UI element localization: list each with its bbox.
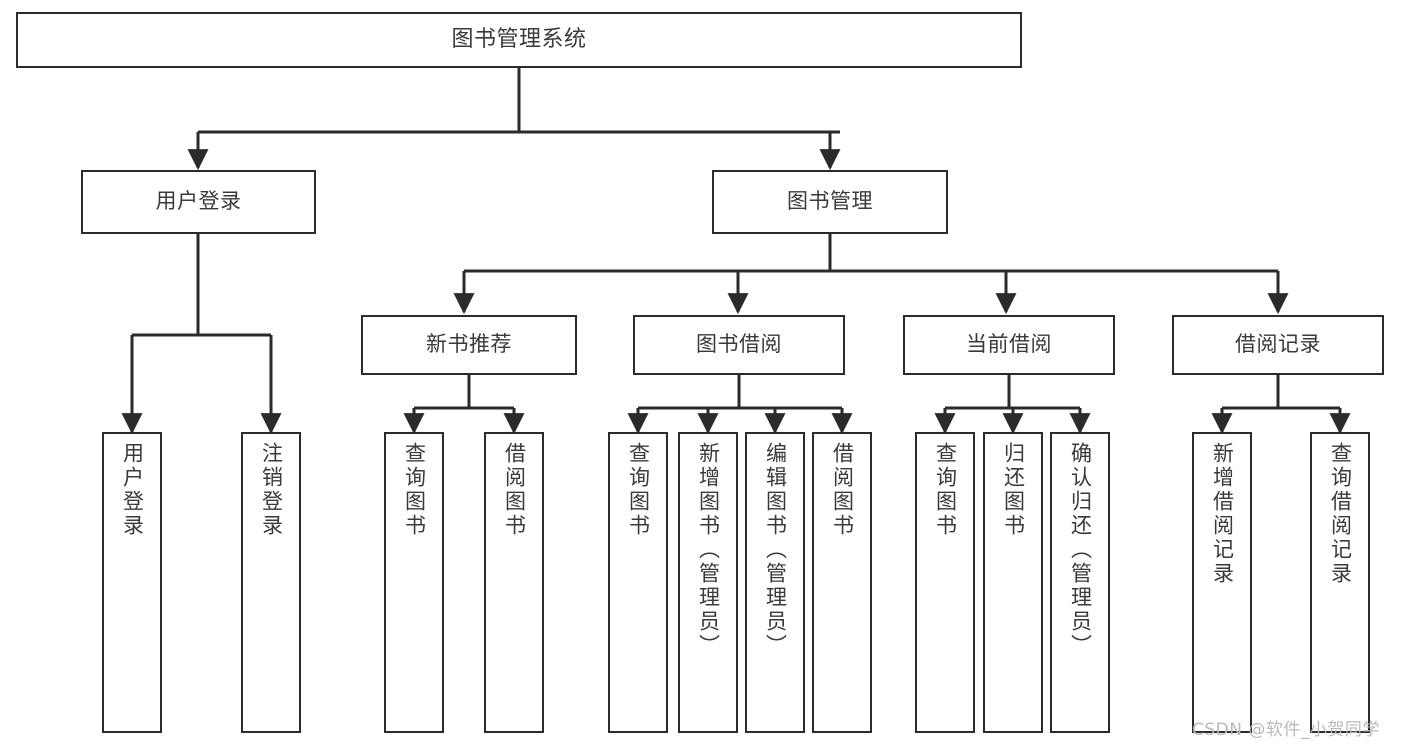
watermark: CSDN @软件_小贺同学 [1192, 720, 1380, 740]
leaf-label: 确认归还（管理员） [1068, 442, 1093, 658]
node-root[interactable]: 图书管理系统 [16, 12, 1022, 68]
leaf-current-borrow-confirm[interactable]: 确认归还（管理员） [1050, 432, 1110, 733]
node-new-book[interactable]: 新书推荐 [361, 315, 577, 375]
leaf-new-book-query[interactable]: 查询图书 [384, 432, 444, 733]
node-borrow-record[interactable]: 借阅记录 [1172, 315, 1384, 375]
node-user-login[interactable]: 用户登录 [81, 170, 316, 234]
leaf-book-borrow-query[interactable]: 查询图书 [608, 432, 668, 733]
leaf-book-borrow-lend[interactable]: 借阅图书 [812, 432, 872, 733]
leaf-current-borrow-return[interactable]: 归还图书 [983, 432, 1043, 733]
leaf-label: 用户登录 [120, 442, 145, 538]
leaf-label: 编辑图书（管理员） [763, 442, 788, 658]
node-current-borrow-label: 当前借阅 [966, 332, 1052, 357]
leaf-label: 查询图书 [626, 442, 651, 538]
leaf-label: 借阅图书 [830, 442, 855, 538]
leaf-label: 归还图书 [1001, 442, 1026, 538]
leaf-new-book-borrow[interactable]: 借阅图书 [484, 432, 544, 733]
leaf-borrow-record-add[interactable]: 新增借阅记录 [1192, 432, 1252, 733]
node-book-manage[interactable]: 图书管理 [712, 170, 948, 234]
leaf-label: 新增借阅记录 [1210, 442, 1235, 586]
leaf-borrow-record-query[interactable]: 查询借阅记录 [1310, 432, 1370, 733]
leaf-user-login-login[interactable]: 用户登录 [102, 432, 162, 733]
leaf-label: 查询图书 [933, 442, 958, 538]
node-book-borrow[interactable]: 图书借阅 [633, 315, 845, 375]
node-book-manage-label: 图书管理 [787, 189, 873, 214]
leaf-book-borrow-edit[interactable]: 编辑图书（管理员） [745, 432, 805, 733]
leaf-book-borrow-add[interactable]: 新增图书（管理员） [678, 432, 738, 733]
node-user-login-label: 用户登录 [155, 189, 242, 214]
node-borrow-record-label: 借阅记录 [1235, 332, 1321, 357]
leaf-user-login-logout[interactable]: 注销登录 [241, 432, 301, 733]
leaf-current-borrow-query[interactable]: 查询图书 [915, 432, 975, 733]
leaf-label: 查询借阅记录 [1328, 442, 1353, 586]
node-new-book-label: 新书推荐 [426, 332, 512, 357]
leaf-label: 借阅图书 [502, 442, 527, 538]
node-root-label: 图书管理系统 [451, 26, 587, 52]
leaf-label: 注销登录 [259, 442, 284, 538]
leaf-label: 新增图书（管理员） [696, 442, 721, 658]
leaf-label: 查询图书 [402, 442, 427, 538]
node-current-borrow[interactable]: 当前借阅 [903, 315, 1115, 375]
node-book-borrow-label: 图书借阅 [696, 332, 782, 357]
